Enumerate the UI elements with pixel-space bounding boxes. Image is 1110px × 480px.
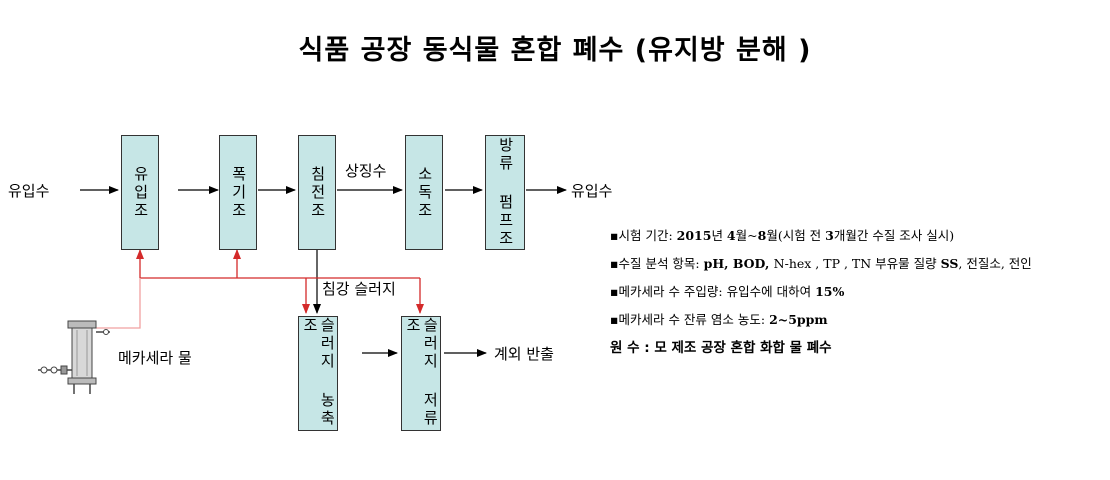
sludge-thickener-label: 슬러지 농축조 xyxy=(301,317,337,428)
aeration-tank-label: 폭기조 xyxy=(229,165,248,220)
page-title: 식품 공장 동식물 혼합 폐수 (유지방 분해 ) xyxy=(298,35,812,66)
test-notes: ▪시험 기간: 2015년 4월~8월(시험 전 3개월간 수질 조사 실시) … xyxy=(610,222,1105,356)
discharge-pump-tank: 방류 펌프조 xyxy=(485,135,525,250)
note-residual-chlorine: ▪메카세라 수 잔류 염소 농도: 2~5ppm xyxy=(610,312,828,327)
inflow-tank-label: 유입조 xyxy=(131,165,150,220)
supernatant-label: 상징수 xyxy=(345,162,387,180)
outflow-label: 유입수 xyxy=(571,182,613,200)
disinfection-tank-label: 소독조 xyxy=(415,165,434,220)
aeration-tank: 폭기조 xyxy=(219,135,257,250)
inflow-tank: 유입조 xyxy=(121,135,159,250)
mekaseraa-water-generator-icon xyxy=(38,320,110,394)
inflow-label: 유입수 xyxy=(8,182,50,200)
note-injection-rate: ▪메카세라 수 주입량: 유입수에 대하여 15% xyxy=(610,284,845,299)
sludge-storage-tank: 슬러지 저류조 xyxy=(401,316,441,431)
raw-water-summary: 원 수 : 모 제조 공장 혼합 화합 물 폐수 xyxy=(610,340,832,356)
offsite-label: 계외 반출 xyxy=(494,345,554,363)
settling-tank: 침전조 xyxy=(298,135,336,250)
sludge-thickener: 슬러지 농축조 xyxy=(298,316,338,431)
settled-sludge-label: 침강 슬러지 xyxy=(322,280,396,298)
mekaseraa-water-label: 메카세라 물 xyxy=(118,349,192,367)
discharge-pump-label: 방류 펌프조 xyxy=(496,137,515,248)
note-analysis-items: ▪수질 분석 항목: pH, BOD, N-hex , TP , TN 부유물 … xyxy=(610,256,1032,271)
settling-tank-label: 침전조 xyxy=(308,165,327,220)
sludge-storage-label: 슬러지 저류조 xyxy=(404,317,440,428)
disinfection-tank: 소독조 xyxy=(405,135,443,250)
note-test-period: ▪시험 기간: 2015년 4월~8월(시험 전 3개월간 수질 조사 실시) xyxy=(610,228,955,243)
return-line-from-generator xyxy=(96,278,141,329)
